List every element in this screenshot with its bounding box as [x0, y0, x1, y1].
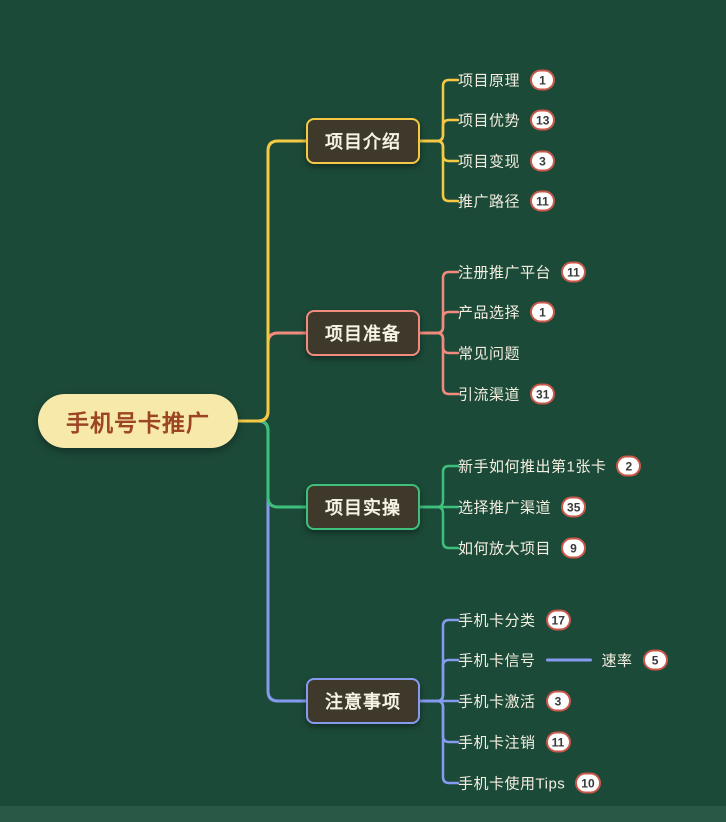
leaf-topic[interactable]: 新手如何推出第1张卡 2 — [458, 455, 642, 477]
connector-branch-notes — [236, 419, 308, 703]
connector-leaf — [418, 118, 460, 143]
connector-leaf — [418, 270, 460, 335]
branch-topic-practice[interactable]: 项目实操 — [306, 484, 420, 530]
count-badge[interactable]: 3 — [545, 690, 571, 712]
root-topic-label: 手机号卡推广 — [66, 410, 210, 436]
leaf-label: 新手如何推出第1张卡 — [458, 458, 607, 476]
count-badge[interactable]: 1 — [530, 69, 556, 91]
count-badge[interactable]: 1 — [530, 301, 556, 323]
leaf-topic[interactable]: 手机卡使用Tips 10 — [458, 772, 601, 794]
branch-topic-label: 注意事项 — [325, 692, 401, 712]
notes-leaf-connectors — [418, 618, 460, 785]
leaf-label: 手机卡注销 — [458, 734, 536, 752]
branch-topic-label: 项目介绍 — [325, 132, 401, 152]
leaf-label: 推广路径 — [458, 193, 521, 211]
intro-leaf-connectors — [418, 78, 460, 203]
practice-leaf-connectors — [418, 464, 460, 550]
count-badge[interactable]: 11 — [545, 731, 571, 753]
leaf-label: 如何放大项目 — [458, 540, 552, 558]
sub-topic-connector — [545, 658, 592, 662]
connector-leaf — [418, 699, 460, 785]
count-badge[interactable]: 10 — [575, 772, 601, 794]
sub-topic-label[interactable]: 速率 — [601, 652, 633, 670]
leaf-label: 产品选择 — [458, 304, 521, 322]
connector-leaf — [418, 78, 460, 143]
bottom-bar — [0, 806, 726, 822]
connector-branch-intro — [236, 139, 308, 423]
leaf-topic[interactable]: 引流渠道 31 — [458, 383, 556, 405]
leaf-label: 手机卡分类 — [458, 612, 536, 630]
leaf-topic[interactable]: 推广路径 11 — [458, 190, 556, 212]
leaf-topic[interactable]: 项目优势 13 — [458, 109, 556, 131]
leaf-topic[interactable]: 手机卡信号 速率 5 — [458, 649, 668, 671]
branch-topic-intro[interactable]: 项目介绍 — [306, 118, 420, 164]
leaf-topic[interactable]: 项目变现 3 — [458, 150, 556, 172]
connector-branch-prep — [236, 331, 308, 423]
leaf-topic[interactable]: 如何放大项目 9 — [458, 537, 587, 559]
leaf-topic[interactable]: 手机卡激活 3 — [458, 690, 571, 712]
leaf-label: 选择推广渠道 — [458, 499, 552, 517]
connector-leaf — [418, 331, 460, 396]
leaf-label: 项目原理 — [458, 72, 521, 90]
leaf-label: 注册推广平台 — [458, 264, 552, 282]
count-badge[interactable]: 11 — [561, 261, 587, 283]
connector-branch-practice — [236, 419, 308, 509]
connector-leaf — [418, 310, 460, 335]
root-topic[interactable]: 手机号卡推广 — [38, 394, 238, 448]
branch-topic-label: 项目实操 — [325, 498, 401, 518]
leaf-label: 手机卡信号 — [458, 652, 536, 670]
connector-leaf — [418, 331, 460, 355]
leaf-label: 常见问题 — [458, 345, 521, 363]
connector-leaf — [418, 699, 460, 744]
leaf-topic[interactable]: 项目原理 1 — [458, 69, 556, 91]
leaf-topic[interactable]: 选择推广渠道 35 — [458, 496, 587, 518]
leaf-label: 项目变现 — [458, 153, 521, 171]
count-badge[interactable]: 11 — [530, 190, 556, 212]
count-badge[interactable]: 2 — [616, 455, 642, 477]
branch-topic-prep[interactable]: 项目准备 — [306, 310, 420, 356]
branch-topic-notes[interactable]: 注意事项 — [306, 678, 420, 724]
count-badge[interactable]: 5 — [642, 649, 668, 671]
count-badge[interactable]: 17 — [545, 609, 571, 631]
leaf-topic[interactable]: 手机卡分类 17 — [458, 609, 571, 631]
count-badge[interactable]: 9 — [561, 537, 587, 559]
connector-leaf — [418, 658, 460, 703]
prep-leaf-connectors — [418, 270, 460, 396]
leaf-label: 项目优势 — [458, 112, 521, 130]
leaf-topic[interactable]: 注册推广平台 11 — [458, 261, 587, 283]
count-badge[interactable]: 31 — [530, 383, 556, 405]
connector-leaf — [418, 505, 460, 550]
count-badge[interactable]: 35 — [561, 496, 587, 518]
connector-leaf — [418, 139, 460, 203]
leaf-topic[interactable]: 产品选择 1 — [458, 301, 556, 323]
connector-leaf — [418, 464, 460, 509]
leaf-label: 手机卡使用Tips — [458, 775, 566, 793]
leaf-label: 引流渠道 — [458, 386, 521, 404]
count-badge[interactable]: 3 — [530, 150, 556, 172]
leaf-topic[interactable]: 手机卡注销 11 — [458, 731, 571, 753]
branch-connectors — [236, 139, 308, 703]
leaf-topic[interactable]: 常见问题 — [458, 343, 520, 364]
leaf-label: 手机卡激活 — [458, 693, 536, 711]
branch-topic-label: 项目准备 — [325, 324, 401, 344]
connector-leaf — [418, 139, 460, 163]
count-badge[interactable]: 13 — [530, 109, 556, 131]
